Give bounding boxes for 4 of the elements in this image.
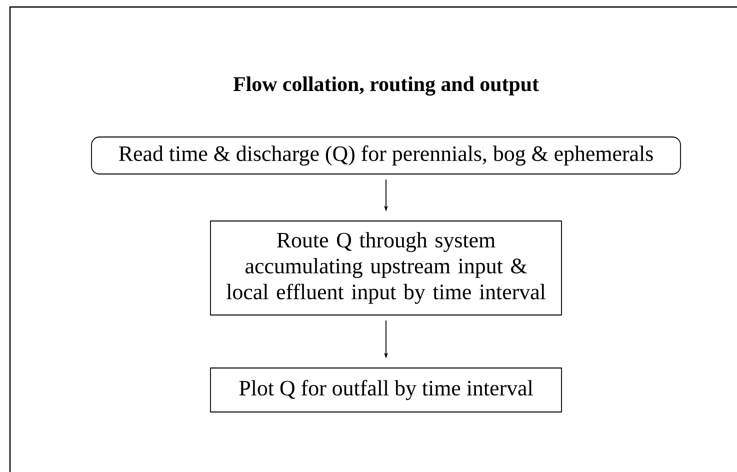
- title: Flow collation, routing and output: [233, 76, 539, 96]
- process-box: Route Q through system accumulating upstream input & local effluent input by time interval: [210, 220, 562, 316]
- process-box: Plot Q for outfall by time interval: [210, 368, 562, 412]
- rounded-box: Read time & discharge (Q) for perennials, bog & ephemerals: [91, 136, 681, 174]
